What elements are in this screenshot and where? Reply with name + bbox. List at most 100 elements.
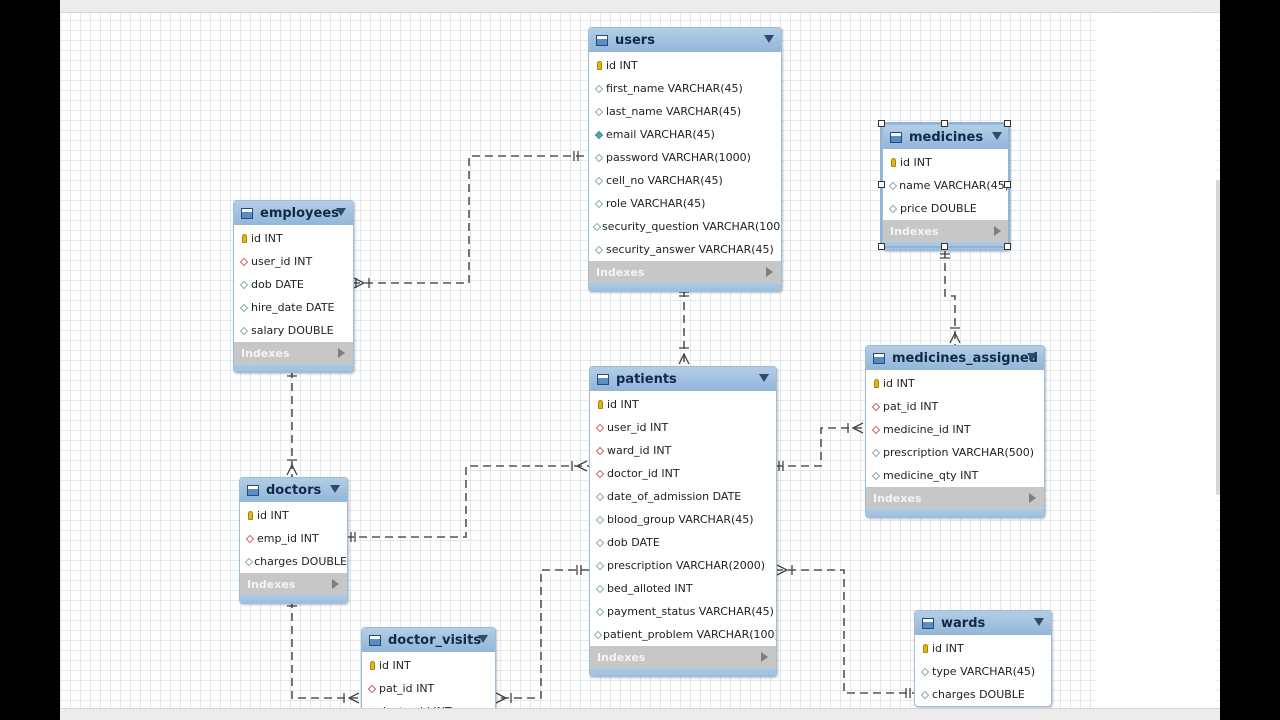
table-header[interactable]: patients <box>590 367 776 391</box>
column-row[interactable]: dob DATE <box>590 531 776 554</box>
column-row[interactable]: doctor_id INT <box>590 462 776 485</box>
column-label: user_id INT <box>251 255 313 268</box>
indexes-section[interactable]: Indexes <box>590 646 776 668</box>
column-row[interactable]: dob DATE <box>234 273 353 296</box>
column-row[interactable]: role VARCHAR(45) <box>589 192 781 215</box>
collapse-arrow-icon[interactable] <box>764 35 774 43</box>
primary-key-icon <box>369 661 375 670</box>
collapse-arrow-icon[interactable] <box>478 635 488 643</box>
column-row[interactable]: emp_id INT <box>240 527 347 550</box>
table-header[interactable]: wards <box>915 611 1051 635</box>
vertical-scrollbar[interactable] <box>1216 180 1220 495</box>
expand-arrow-icon[interactable] <box>761 652 768 662</box>
column-label: ward_id INT <box>607 444 672 457</box>
resize-handle[interactable] <box>878 243 885 250</box>
column-row[interactable]: last_name VARCHAR(45) <box>589 100 781 123</box>
expand-arrow-icon[interactable] <box>338 348 345 358</box>
expand-arrow-icon[interactable] <box>766 267 773 277</box>
column-label: pat_id INT <box>379 682 435 695</box>
column-row[interactable]: user_id INT <box>234 250 353 273</box>
column-row[interactable]: id INT <box>866 372 1044 395</box>
rel-medicines-medassigned <box>944 250 956 345</box>
column-label: user_id INT <box>607 421 669 434</box>
collapse-arrow-icon[interactable] <box>330 485 340 493</box>
column-label: first_name VARCHAR(45) <box>606 82 743 95</box>
column-row[interactable]: id INT <box>589 54 781 77</box>
collapse-arrow-icon[interactable] <box>336 208 346 216</box>
column-row[interactable]: hire_date DATE <box>234 296 353 319</box>
table-header[interactable]: medicines <box>883 125 1009 149</box>
table-header[interactable]: doctor_visits <box>362 628 495 652</box>
collapse-arrow-icon[interactable] <box>992 132 1002 140</box>
column-row[interactable]: id INT <box>362 654 495 677</box>
column-row[interactable]: payment_status VARCHAR(45) <box>590 600 776 623</box>
column-row[interactable]: cell_no VARCHAR(45) <box>589 169 781 192</box>
collapse-arrow-icon[interactable] <box>759 374 769 382</box>
column-row[interactable]: charges DOUBLE <box>915 683 1051 706</box>
column-row[interactable]: email VARCHAR(45) <box>589 123 781 146</box>
expand-arrow-icon[interactable] <box>332 579 339 589</box>
column-row[interactable]: password VARCHAR(1000) <box>589 146 781 169</box>
column-row[interactable]: bed_alloted INT <box>590 577 776 600</box>
table-header[interactable]: medicines_assigned <box>866 346 1044 370</box>
resize-handle[interactable] <box>1004 120 1011 127</box>
resize-handle[interactable] <box>878 120 885 127</box>
indexes-section[interactable]: Indexes <box>589 261 781 283</box>
foreign-key-diamond-icon <box>595 423 605 432</box>
column-row[interactable]: medicine_id INT <box>866 418 1044 441</box>
one-mark <box>905 688 911 698</box>
table-header[interactable]: doctors <box>240 478 347 502</box>
column-row[interactable]: id INT <box>915 637 1051 660</box>
many-mark <box>343 692 360 704</box>
indexes-section[interactable]: Indexes <box>234 342 353 364</box>
resize-handle[interactable] <box>1004 243 1011 250</box>
column-row[interactable]: prescription VARCHAR(2000) <box>590 554 776 577</box>
column-diamond-icon <box>871 448 881 457</box>
indexes-section[interactable]: Indexes <box>866 487 1044 509</box>
table-header[interactable]: employees <box>234 201 353 225</box>
column-row[interactable]: type VARCHAR(45) <box>915 660 1051 683</box>
column-row[interactable]: price DOUBLE <box>883 197 1009 220</box>
column-row[interactable]: salary DOUBLE <box>234 319 353 342</box>
table-header[interactable]: users <box>589 28 781 52</box>
column-row[interactable]: prescription VARCHAR(500) <box>866 441 1044 464</box>
column-row[interactable]: blood_group VARCHAR(45) <box>590 508 776 531</box>
collapse-arrow-icon[interactable] <box>1034 618 1044 626</box>
column-row[interactable]: first_name VARCHAR(45) <box>589 77 781 100</box>
column-row[interactable]: id INT <box>234 227 353 250</box>
column-row[interactable]: security_question VARCHAR(100) <box>589 215 781 238</box>
column-row[interactable]: pat_id INT <box>866 395 1044 418</box>
indexes-section[interactable]: Indexes <box>240 573 347 595</box>
column-row[interactable]: security_answer VARCHAR(45) <box>589 238 781 261</box>
column-row[interactable]: date_of_admission DATE <box>590 485 776 508</box>
column-row[interactable]: user_id INT <box>590 416 776 439</box>
column-row[interactable]: patient_problem VARCHAR(100) <box>590 623 776 646</box>
resize-handle[interactable] <box>1004 181 1011 188</box>
expand-arrow-icon[interactable] <box>1029 493 1036 503</box>
expand-arrow-icon[interactable] <box>994 226 1001 236</box>
indexes-section[interactable]: Indexes <box>883 220 1009 242</box>
resize-handle[interactable] <box>878 181 885 188</box>
column-row[interactable]: id INT <box>240 504 347 527</box>
resize-handle[interactable] <box>941 120 948 127</box>
column-row[interactable]: id INT <box>590 393 776 416</box>
column-row[interactable]: id INT <box>883 151 1009 174</box>
column-diamond-icon <box>244 557 253 566</box>
column-row[interactable]: ward_id INT <box>590 439 776 462</box>
column-row[interactable]: charges DOUBLE <box>240 550 347 573</box>
collapse-arrow-icon[interactable] <box>1027 353 1037 361</box>
column-row[interactable]: name VARCHAR(45) <box>883 174 1009 197</box>
column-row[interactable]: pat_id INT <box>362 677 495 700</box>
column-row[interactable]: medicine_qty INT <box>866 464 1044 487</box>
resize-handle[interactable] <box>941 243 948 250</box>
